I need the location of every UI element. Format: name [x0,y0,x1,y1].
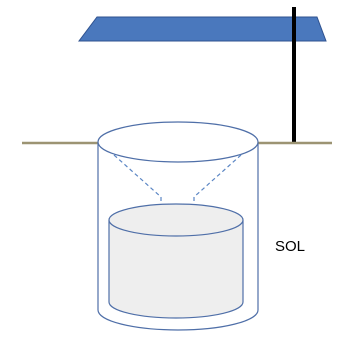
inner-bucket-top [108,203,244,237]
rain-cover [78,16,327,42]
outer-container-rim [97,121,259,163]
inner-bucket-body [108,220,244,319]
soil-label: SOL [275,238,305,255]
